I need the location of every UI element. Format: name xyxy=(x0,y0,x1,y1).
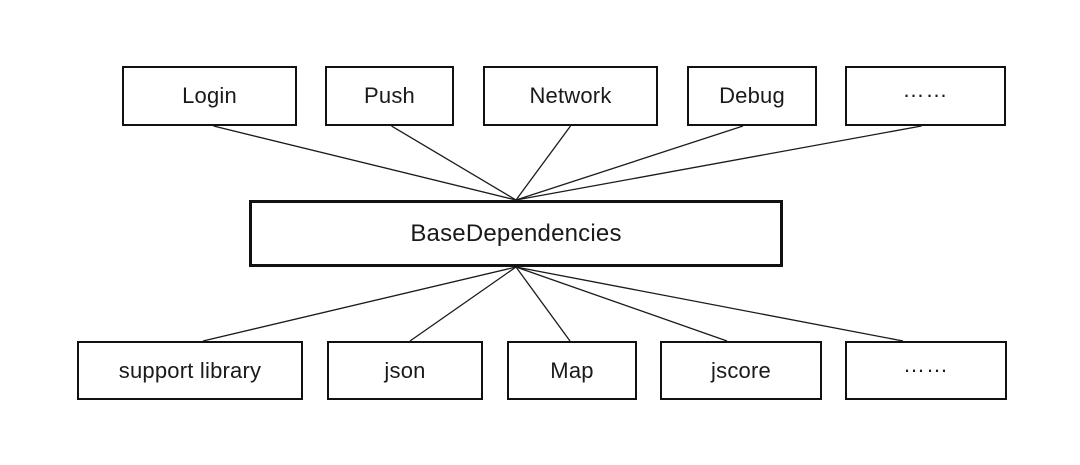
node-label: support library xyxy=(118,357,262,383)
node-label: BaseDependencies xyxy=(410,219,622,247)
edge-line xyxy=(409,266,517,342)
node-label: Debug xyxy=(719,83,785,108)
edge-line xyxy=(391,125,517,201)
node-ellipsis-bottom: …… xyxy=(845,341,1007,400)
node-label: Map xyxy=(550,357,594,383)
node-json: json xyxy=(327,341,483,400)
node-label: jscore xyxy=(711,357,771,383)
node-label: Network xyxy=(529,83,612,108)
node-label: …… xyxy=(902,77,949,102)
edge-line xyxy=(213,125,517,201)
node-network: Network xyxy=(483,66,658,126)
edge-line xyxy=(515,125,922,201)
edge-line xyxy=(515,266,904,342)
node-support-library: support library xyxy=(77,341,303,400)
node-ellipsis-top: …… xyxy=(845,66,1006,126)
edge-line xyxy=(515,125,572,201)
node-debug: Debug xyxy=(687,66,817,126)
node-label: Push xyxy=(364,83,415,108)
node-jscore: jscore xyxy=(660,341,822,400)
node-map: Map xyxy=(507,341,637,400)
edge-line xyxy=(515,266,571,342)
node-label: Login xyxy=(182,83,237,108)
node-basedependencies: BaseDependencies xyxy=(249,200,783,267)
node-push: Push xyxy=(325,66,454,126)
edge-line xyxy=(515,125,744,201)
node-label: …… xyxy=(903,351,949,377)
node-label: json xyxy=(384,357,426,383)
edge-line xyxy=(515,266,728,342)
node-login: Login xyxy=(122,66,297,126)
edge-line xyxy=(202,266,517,342)
